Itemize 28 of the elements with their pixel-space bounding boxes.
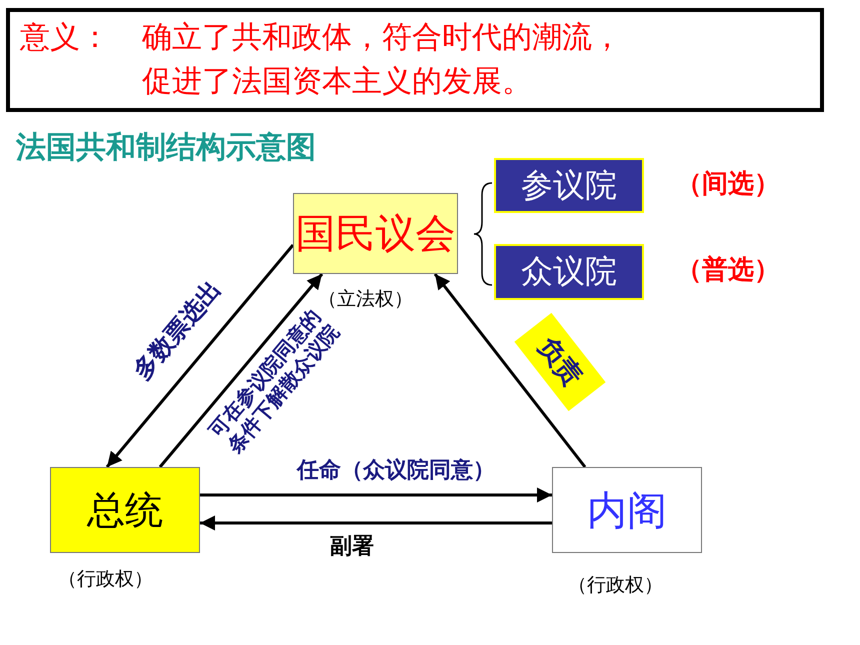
node-label: 众议院: [521, 251, 617, 292]
president-box: [50, 467, 200, 553]
meaning-box: [6, 8, 824, 112]
cabinet-box: [552, 467, 702, 553]
power-label: （立法权）: [318, 287, 413, 310]
edge-label: 副署: [329, 533, 375, 561]
arrow: [200, 488, 552, 502]
arrow: [434, 273, 586, 468]
chamber-box: [494, 158, 644, 213]
node-label: 总统: [87, 486, 163, 534]
diagram-title: 法国共和制结构示意图: [16, 129, 316, 167]
meaning-text: 确立了共和政体，符合时代的潮流，促进了法国资本主义的发展。: [142, 19, 623, 101]
edge-label: 多数票选出: [126, 274, 228, 387]
node-label: 内阁: [587, 486, 667, 536]
arrow: [106, 244, 294, 468]
arrow: [200, 516, 552, 530]
power-label: （普选）: [676, 254, 780, 287]
edge-label: 任命（众议院同意）: [295, 457, 496, 485]
assembly-box: [293, 193, 458, 274]
heading-text: 意义：: [20, 19, 110, 57]
power-label: （行政权）: [568, 573, 663, 598]
arrow: [158, 273, 324, 468]
node-label: 国民议会: [296, 210, 456, 259]
node-label: 参议院: [521, 164, 617, 206]
power-label: （行政权）: [58, 567, 153, 592]
power-label: （间选）: [676, 168, 780, 201]
edge-label: 负责: [514, 312, 606, 412]
chamber-box: [494, 244, 644, 300]
